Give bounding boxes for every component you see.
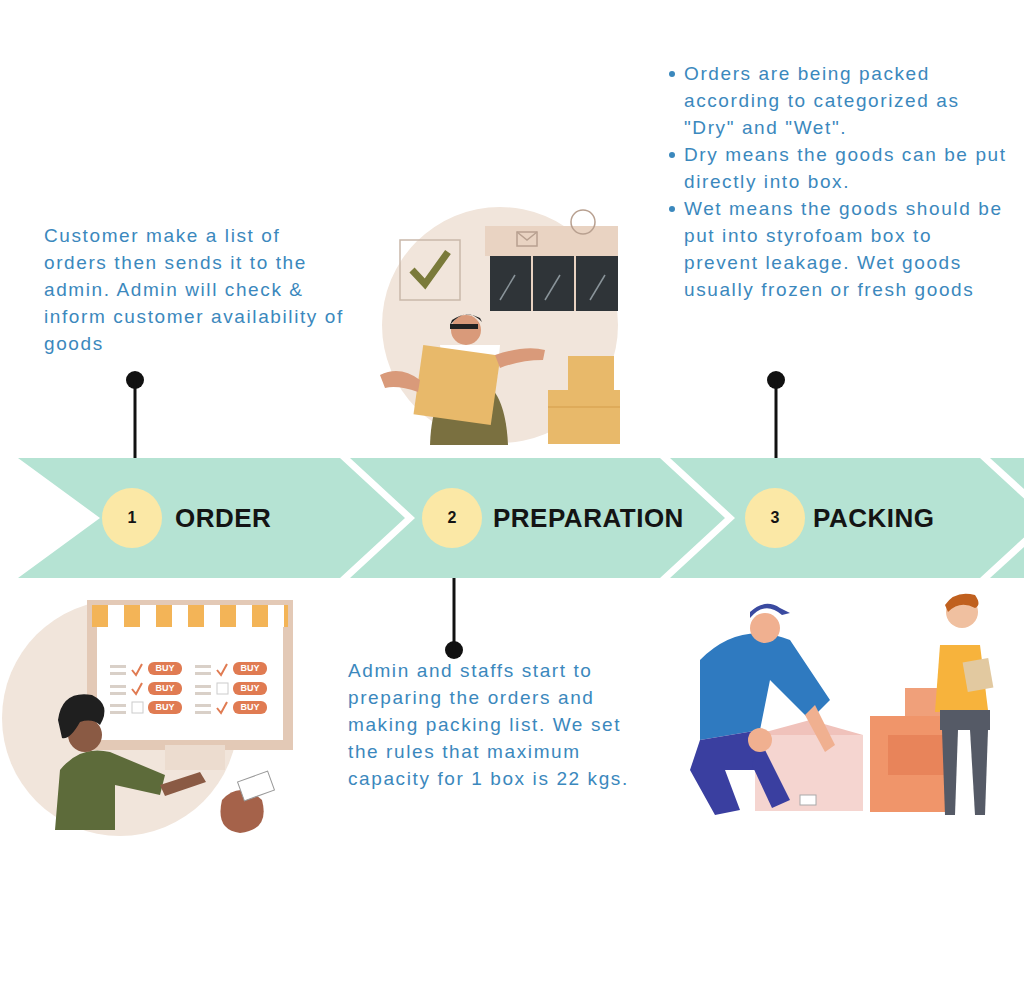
chevron-shape [670, 458, 1024, 578]
button-label: BUY [233, 683, 267, 694]
button-label: BUY [148, 683, 182, 694]
bullet-text: Dry means the goods can be put directly … [684, 141, 1010, 195]
chevron-shape [350, 458, 725, 578]
callout-text: Admin and staffs start to preparing the … [348, 657, 648, 792]
callout-text: Customer make a list of orders then send… [44, 222, 344, 357]
number-circle: 1 [102, 488, 162, 548]
step-label: PACKING [813, 503, 934, 534]
bullet-dot [669, 206, 675, 212]
step-number: 1 [128, 509, 137, 527]
chevron-shape [18, 458, 405, 578]
button-label: BUY [233, 702, 267, 713]
step-label: ORDER [175, 503, 271, 534]
bullet-text: Wet means the goods should be put into s… [684, 195, 1010, 303]
bullet-dot [669, 152, 675, 158]
step-label: PREPARATION [493, 503, 684, 534]
step-chevron: PREPARATION 2 [350, 458, 725, 578]
packing-illustration [690, 594, 993, 815]
circle-shape [102, 488, 162, 548]
bullet-dot [669, 71, 675, 77]
step-number: 3 [771, 509, 780, 527]
number-circle: 3 [745, 488, 805, 548]
step-chevron: ORDER 1 [18, 458, 405, 578]
order-illustration [2, 600, 288, 836]
bullet-text: Orders are being packed according to cat… [684, 60, 1010, 141]
step-number: 2 [448, 509, 457, 527]
button-label: BUY [148, 702, 182, 713]
button-label: BUY [148, 663, 182, 674]
button-label: BUY [233, 663, 267, 674]
step-chevron: PACKING 3 [670, 458, 1024, 578]
circle-shape [745, 488, 805, 548]
preparation-illustration [380, 207, 620, 445]
circle-shape [422, 488, 482, 548]
number-circle: 2 [422, 488, 482, 548]
